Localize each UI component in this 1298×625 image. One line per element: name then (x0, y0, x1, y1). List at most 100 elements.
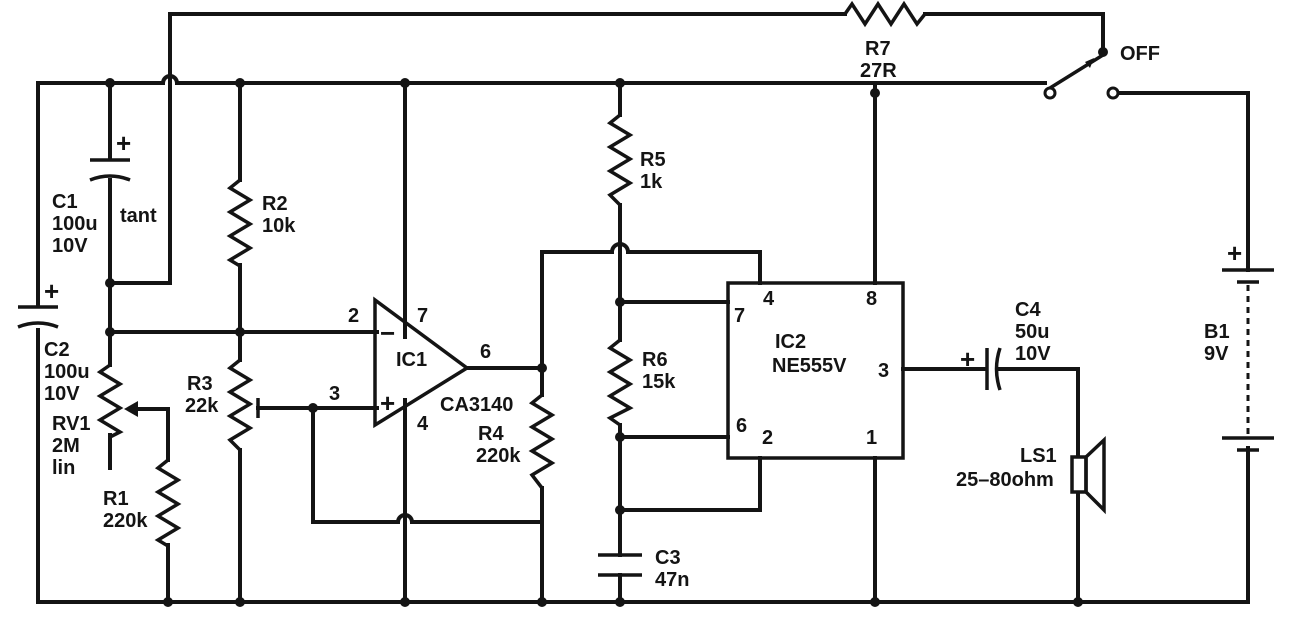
junction-dot (537, 363, 547, 373)
junction-dot (235, 78, 245, 88)
resistor-r7: R7 27R (843, 0, 927, 82)
capacitor-c2: + C2 100u 10V (17, 276, 90, 405)
switch-terminal (1106, 86, 1120, 100)
ls1-cone (1084, 435, 1106, 515)
resistor-r6: R6 15k (606, 338, 676, 427)
resistor-r2: R2 10k (226, 178, 296, 268)
r5-ref: R5 (640, 149, 666, 171)
ic2-pin-1: 1 (866, 427, 877, 449)
ls1-ref: LS1 (1020, 445, 1057, 467)
c4-plus: + (960, 344, 975, 374)
battery-b1: + B1 9V (1204, 238, 1274, 452)
ic2-body (726, 281, 905, 460)
c1-ref: C1 (52, 191, 78, 213)
junction-dot (870, 88, 880, 98)
switch-arrow (1085, 58, 1094, 68)
rv1-value: 2M (52, 435, 80, 457)
junction-dot (615, 505, 625, 515)
junction-dot (105, 327, 115, 337)
ic1-part: CA3140 (440, 394, 513, 416)
c1-rating: 10V (52, 235, 88, 257)
junction-dot (400, 597, 410, 607)
b1-plus: + (1227, 238, 1242, 268)
ic1-pin-7: 7 (417, 305, 428, 327)
ls1-coil (1070, 455, 1088, 494)
ls1-value: 25–80ohm (956, 469, 1054, 491)
r7-zigzag (843, 0, 927, 28)
potentiometer-r3: R3 22k (185, 358, 260, 452)
junction-dot (308, 403, 318, 413)
c4-plate-right (994, 347, 1002, 391)
r4-value: 220k (476, 445, 521, 467)
c3-ref: C3 (655, 547, 681, 569)
junction-dot (870, 597, 880, 607)
ic1-triangle (373, 296, 471, 429)
junction-dot (235, 597, 245, 607)
r4-zigzag (528, 393, 556, 490)
capacitor-c1: + C1 100u 10V tant (52, 128, 157, 257)
r1-ref: R1 (103, 488, 129, 510)
speaker-ls1: LS1 25–80ohm (956, 435, 1106, 515)
ic1-pin-6: 6 (480, 341, 491, 363)
r2-ref: R2 (262, 193, 288, 215)
junction-dot (615, 597, 625, 607)
b1-value: 9V (1204, 343, 1229, 365)
r4-ref: R4 (478, 423, 504, 445)
c2-value: 100u (44, 361, 90, 383)
r2-value: 10k (262, 215, 296, 237)
c3-value: 47n (655, 569, 689, 591)
junction-dot (235, 327, 245, 337)
bottom-rail-wire (36, 446, 1250, 604)
timer-ic2: IC2 NE555V 4 8 7 3 6 2 1 (726, 281, 905, 460)
junction-dot (615, 432, 625, 442)
ic2-pin-4: 4 (763, 288, 775, 310)
b1-ref: B1 (1204, 321, 1230, 343)
junction-dot (105, 78, 115, 88)
rv1-wiper-wire (131, 407, 170, 462)
c2-ref: C2 (44, 339, 70, 361)
switch-lever (1049, 53, 1104, 90)
c4-to-speaker-wire (998, 367, 1080, 457)
junction-dot (400, 78, 410, 88)
c1-value: 100u (52, 213, 98, 235)
rv1-taper: lin (52, 457, 75, 479)
resistor-r1: R1 220k (103, 458, 182, 548)
ic1-pin-2: 2 (348, 305, 359, 327)
junction-dot (105, 278, 115, 288)
r7-value: 27R (860, 60, 897, 82)
c1-plus: + (116, 128, 131, 158)
ic2-pin-6: 6 (736, 415, 747, 437)
ic1-pin-4: 4 (417, 413, 429, 435)
junctions (105, 78, 1083, 607)
c1-type: tant (120, 205, 157, 227)
rv1-wiper-arrow (124, 401, 138, 417)
switch-on-contact (1043, 86, 1057, 100)
ic1-pin-3: 3 (329, 383, 340, 405)
r3-ref: R3 (187, 373, 213, 395)
potentiometer-rv1: RV1 2M lin (52, 363, 138, 479)
rv1-ref: RV1 (52, 413, 91, 435)
c2-rating: 10V (44, 383, 80, 405)
r7-feed-wire (108, 12, 1105, 285)
c2-plus: + (44, 276, 59, 306)
c1-plate-bottom (89, 174, 131, 182)
ic2-ref: IC2 (775, 331, 806, 353)
power-switch[interactable]: OFF (1043, 43, 1160, 100)
resistor-r4: R4 220k (476, 393, 556, 490)
r7-ref: R7 (865, 38, 891, 60)
r1-value: 220k (103, 510, 148, 532)
ic1-ref: IC1 (396, 349, 427, 371)
switch-off-label: OFF (1120, 43, 1160, 65)
r6-zigzag (606, 338, 634, 427)
capacitor-c4: + C4 50u 10V (960, 299, 1051, 391)
c4-ref: C4 (1015, 299, 1041, 321)
to-pin4-wire (540, 242, 762, 285)
ic1-plus-sign: + (380, 388, 395, 418)
ic2-pin-7: 7 (734, 305, 745, 327)
junction-dot (615, 297, 625, 307)
junction-dot (1073, 597, 1083, 607)
ic1-minus-sign: − (380, 318, 395, 348)
resistor-r5: R5 1k (606, 113, 666, 207)
r1-zigzag (154, 458, 182, 548)
